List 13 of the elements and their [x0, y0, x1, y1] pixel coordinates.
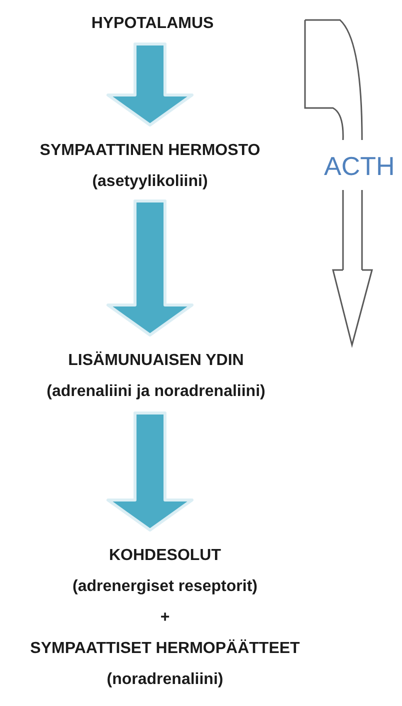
node-text: (adrenaliini ja noradrenaliini) — [46, 382, 266, 402]
block-arrow — [106, 200, 194, 336]
block-arrow — [106, 412, 194, 532]
node-text: SYMPAATTISET HERMOPÄÄTTEET — [30, 638, 300, 659]
node-text: (asetyylikoliini) — [92, 172, 208, 192]
node-text: (noradrenaliini) — [106, 670, 224, 690]
node-text: SYMPAATTINEN HERMOSTO — [40, 141, 260, 161]
node-text: (adrenergiset reseptorit) — [72, 577, 258, 597]
node-text: KOHDESOLUT — [109, 546, 221, 566]
block-arrow — [106, 42, 194, 126]
node-text: LISÄMUNUAISEN YDIN — [68, 350, 244, 371]
node-text: HYPOTALAMUS — [91, 14, 214, 34]
node-text: + — [160, 608, 170, 628]
